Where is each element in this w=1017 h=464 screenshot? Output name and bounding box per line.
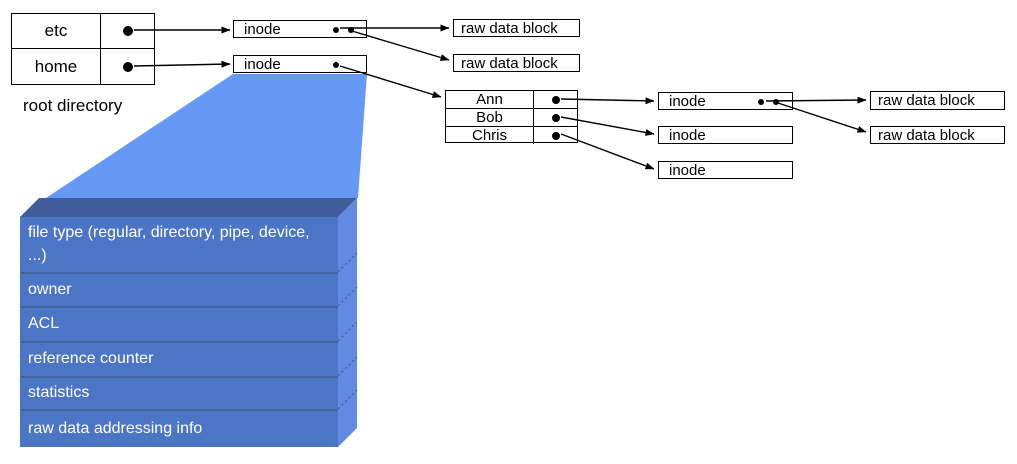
inode-box-etc: inode <box>233 20 367 38</box>
inode-field-raw-data-addressing: raw data addressing info <box>20 409 338 447</box>
home-dir-entry-pointer <box>534 91 577 109</box>
inode-label: inode <box>244 20 281 38</box>
raw-data-block: raw data block <box>453 19 580 37</box>
inode-label: inode <box>669 92 706 110</box>
pointer-dot <box>348 27 354 33</box>
pointer-dot <box>333 62 339 68</box>
inode-label: inode <box>669 126 706 144</box>
home-dir-entry-name: Chris <box>446 127 534 144</box>
raw-data-block-label: raw data block <box>461 19 558 37</box>
raw-data-block: raw data block <box>870 126 1005 144</box>
inode-label: inode <box>244 55 281 73</box>
inode-field-reference-counter: reference counter <box>20 341 338 376</box>
stack-side-divider <box>337 252 358 273</box>
inode-field-acl: ACL <box>20 306 338 341</box>
root-dir-entry-pointer <box>101 49 154 84</box>
stack-side-face <box>338 198 357 447</box>
pointer-dot <box>122 61 133 72</box>
pointer-dot <box>551 113 560 122</box>
inode-field-file-type: file type (regular, directory, pipe, dev… <box>20 217 338 272</box>
raw-data-block-label: raw data block <box>878 126 975 144</box>
inode-field-owner: owner <box>20 272 338 306</box>
home-dir-entry-pointer <box>534 127 577 144</box>
inode-box-ann: inode <box>658 92 793 110</box>
root-directory-table: etc home <box>11 13 155 85</box>
raw-data-block-label: raw data block <box>878 92 975 109</box>
home-dir-entry-name: Bob <box>446 109 534 127</box>
home-dir-entry-name: Ann <box>446 91 534 109</box>
inode-field-statistics: statistics <box>20 376 338 409</box>
pointer-dot <box>551 131 560 140</box>
pointer-dot <box>758 99 764 105</box>
pointer-dot <box>551 95 560 104</box>
stack-top-face <box>20 198 357 217</box>
inode-zoom-funnel <box>46 74 367 198</box>
pointer-dot <box>333 27 339 33</box>
root-dir-entry-pointer <box>101 14 154 49</box>
root-directory-caption: root directory <box>23 96 123 115</box>
home-directory-table: Ann Bob Chris <box>445 90 578 144</box>
pointer-dot <box>773 99 779 105</box>
inode-box-chris: inode <box>658 161 793 179</box>
root-dir-entry-name: etc <box>12 14 101 49</box>
raw-data-block-label: raw data block <box>461 54 558 72</box>
raw-data-block: raw data block <box>453 54 580 72</box>
inode-box-bob: inode <box>658 126 793 144</box>
stack-side-divider <box>337 356 358 377</box>
inode-box-home: inode <box>233 55 367 73</box>
inode-label: inode <box>669 161 706 179</box>
stack-side-divider <box>337 286 358 307</box>
stack-side-divider <box>337 389 358 410</box>
root-dir-entry-name: home <box>12 49 101 84</box>
pointer-dot <box>122 26 133 36</box>
home-dir-entry-pointer <box>534 109 577 127</box>
stack-side-divider <box>337 321 358 342</box>
raw-data-block: raw data block <box>870 91 1005 110</box>
